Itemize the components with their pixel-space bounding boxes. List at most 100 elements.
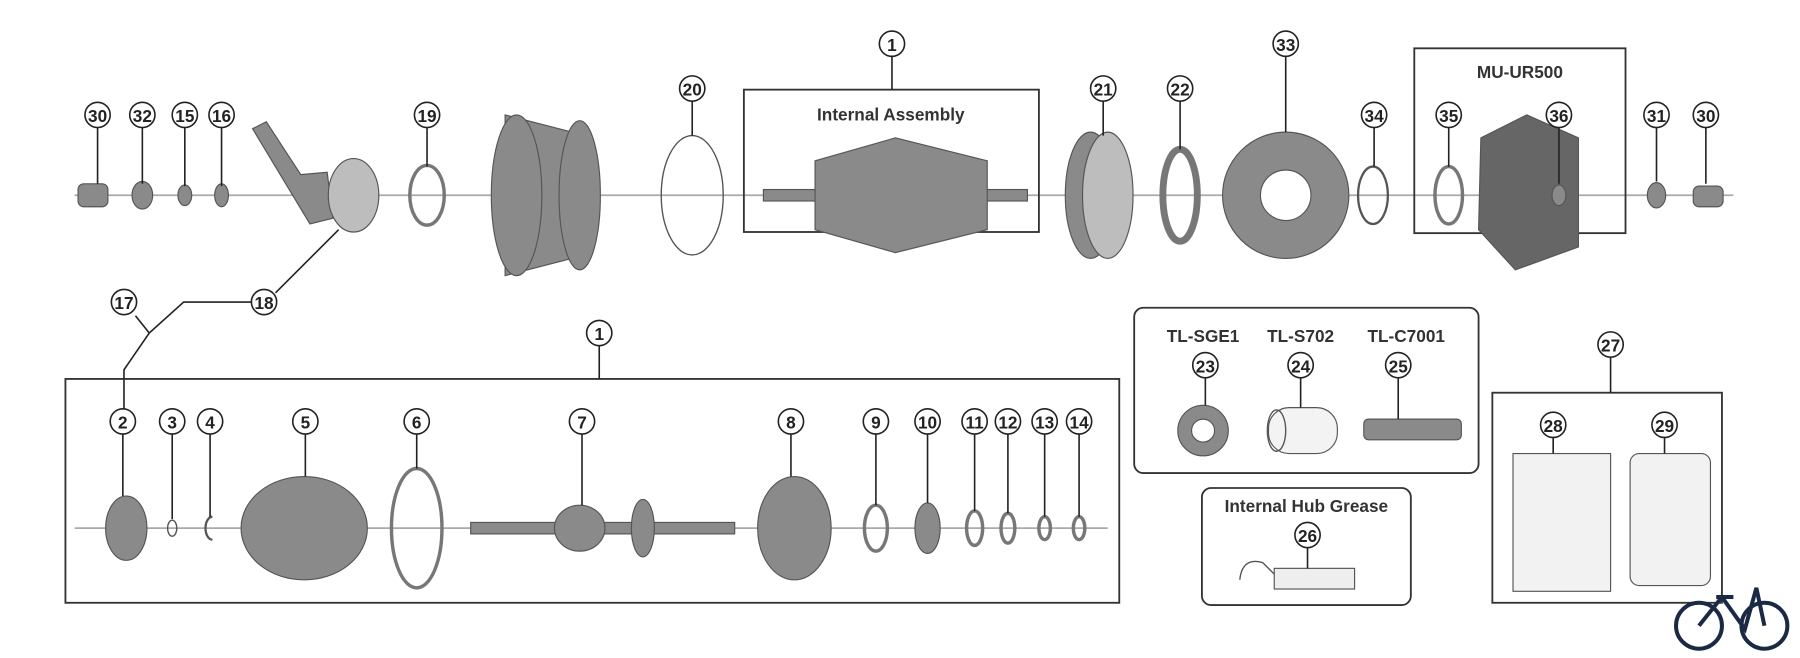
callout-number: 17 <box>114 293 133 313</box>
callout-circle <box>878 30 906 58</box>
callout-30: 30 <box>84 101 112 129</box>
callout-number: 24 <box>1291 356 1311 376</box>
bike-logo <box>1674 587 1790 651</box>
top-row-parts <box>77 114 1724 277</box>
callout-number: 7 <box>577 413 587 433</box>
callout-13: 13 <box>1031 407 1059 435</box>
callout-circle <box>250 288 278 316</box>
callout-10: 10 <box>914 407 941 435</box>
callout-circle <box>1435 101 1463 129</box>
callout-24: 24 <box>1287 351 1315 379</box>
callout-circle <box>1651 411 1678 439</box>
maintenance-kit-box <box>1491 391 1723 604</box>
callout-number: 31 <box>1647 106 1667 126</box>
callout-number: 9 <box>871 413 881 433</box>
grease-box <box>1200 487 1412 607</box>
callout-14: 14 <box>1065 407 1093 435</box>
callout-circle <box>1191 351 1219 379</box>
callout-circle <box>403 407 431 435</box>
tool-parts <box>1177 404 1712 592</box>
callout-26: 26 <box>1294 521 1321 549</box>
callout-28: 28 <box>1539 411 1567 439</box>
callout-circle <box>1287 351 1315 379</box>
callout-number: 3 <box>167 413 177 433</box>
callout-circle <box>777 407 805 435</box>
callout-circle <box>1065 407 1093 435</box>
callout-number: 18 <box>254 293 274 313</box>
callout-1: 1 <box>878 30 906 58</box>
callout-27: 27 <box>1597 331 1625 358</box>
callout-15: 15 <box>171 101 199 129</box>
callout-number: 32 <box>133 106 152 126</box>
callout-number: 11 <box>966 413 985 433</box>
callout-circle <box>994 407 1022 435</box>
callout-number: 33 <box>1276 35 1295 55</box>
callout-number: 35 <box>1439 106 1459 126</box>
callout-number: 20 <box>683 80 702 100</box>
callout-35: 35 <box>1435 101 1463 129</box>
callout-circle <box>1272 30 1300 58</box>
callout-36: 36 <box>1545 101 1573 129</box>
callout-number: 27 <box>1601 336 1620 356</box>
callout-22: 22 <box>1166 75 1194 102</box>
tool-label-tl-s702: TL-S702 <box>1267 326 1334 346</box>
tool-label-tl-c7001: TL-C7001 <box>1368 326 1446 346</box>
assembly-parts-box <box>64 378 1121 604</box>
callout-18: 18 <box>250 288 278 316</box>
callout-circle <box>1539 411 1567 439</box>
internal-assembly-title: Internal Assembly <box>817 105 965 125</box>
callout-number: 1 <box>594 324 604 344</box>
callout-circle <box>84 101 112 129</box>
callout-30: 30 <box>1692 101 1720 129</box>
callout-circle <box>196 407 224 435</box>
callout-circle <box>1545 101 1573 129</box>
grease-title: Internal Hub Grease <box>1225 496 1388 516</box>
callout-4: 4 <box>196 407 224 435</box>
callout-number: 29 <box>1655 416 1674 436</box>
callout-6: 6 <box>403 407 431 435</box>
callout-23: 23 <box>1191 351 1219 379</box>
callout-circle <box>585 319 613 347</box>
callout-7: 7 <box>568 407 596 435</box>
callout-29: 29 <box>1651 411 1678 439</box>
callout-number: 28 <box>1544 416 1564 436</box>
callout-circle <box>1031 407 1059 435</box>
callout-number: 13 <box>1035 413 1054 433</box>
callout-number: 14 <box>1070 413 1090 433</box>
callout-number: 34 <box>1365 106 1385 126</box>
callout-circle <box>171 101 199 129</box>
callout-5: 5 <box>291 407 319 435</box>
callout-17: 17 <box>110 288 138 316</box>
callout-circle <box>158 407 186 435</box>
callout-number: 2 <box>118 413 128 433</box>
callout-33: 33 <box>1272 30 1300 58</box>
callout-circle <box>413 101 441 129</box>
assembly-row-parts <box>105 466 1087 590</box>
callout-31: 31 <box>1643 101 1670 129</box>
callout-9: 9 <box>862 407 890 435</box>
callout-3: 3 <box>158 407 186 435</box>
leader-lines <box>96 55 1707 569</box>
callout-19: 19 <box>413 101 441 129</box>
callout-1: 1 <box>585 319 613 347</box>
callout-circle <box>1597 331 1625 358</box>
callout-circle <box>1294 521 1321 549</box>
callout-circle <box>678 75 706 102</box>
callout-circle <box>1692 101 1720 129</box>
callout-number: 12 <box>998 413 1017 433</box>
callout-number: 16 <box>212 106 231 126</box>
callout-20: 20 <box>678 75 706 102</box>
callout-number: 26 <box>1298 526 1317 546</box>
callout-circle <box>109 407 137 435</box>
callout-number: 4 <box>205 413 215 433</box>
callout-circle <box>914 407 941 435</box>
callout-11: 11 <box>961 407 989 435</box>
callout-number: 6 <box>412 413 422 433</box>
callout-8: 8 <box>777 407 805 435</box>
callout-circle <box>1643 101 1670 129</box>
callout-circle <box>1089 75 1117 102</box>
callout-21: 21 <box>1089 75 1117 102</box>
callout-circle <box>961 407 989 435</box>
callout-circle <box>1360 101 1388 129</box>
callout-number: 10 <box>918 413 937 433</box>
